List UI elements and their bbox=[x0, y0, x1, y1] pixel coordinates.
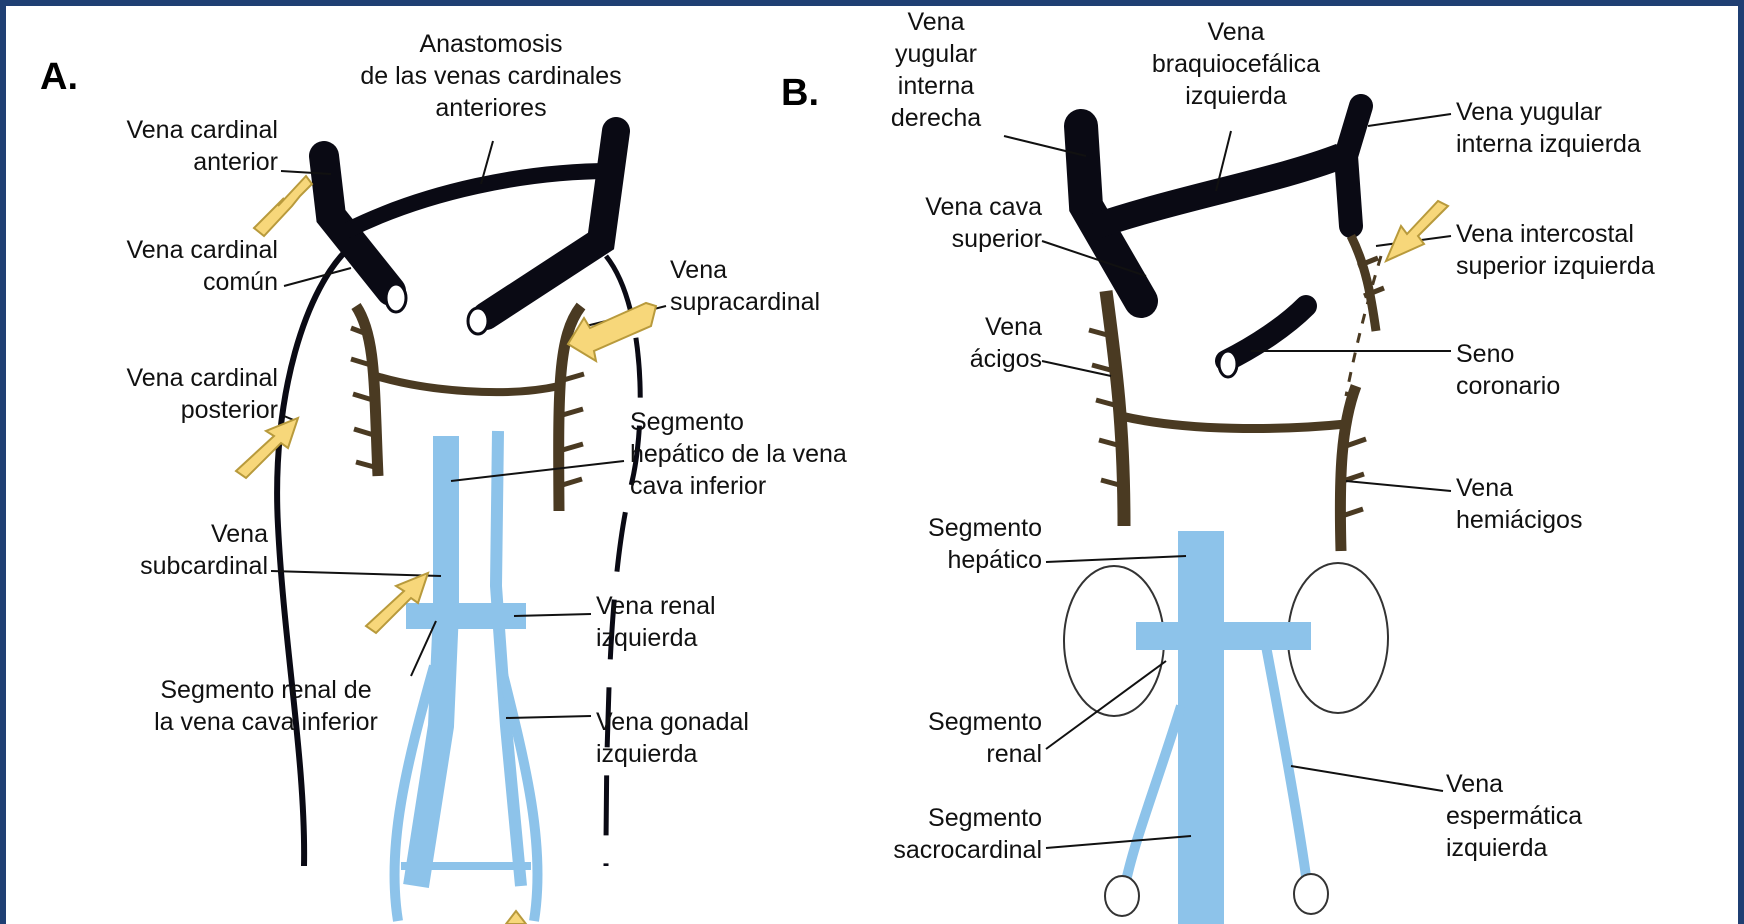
coronary-sinus bbox=[1226, 306, 1306, 361]
label-segmento-renal-a: Segmento renal de la vena cava inferior bbox=[116, 674, 416, 738]
anastomosis-vein bbox=[346, 171, 611, 231]
label-espermatica: Vena espermática izquierda bbox=[1446, 768, 1582, 864]
gonadal-left-blue bbox=[1126, 706, 1181, 881]
label-cardinal-anterior: Vena cardinal anterior bbox=[46, 114, 278, 178]
gonad-left bbox=[1105, 876, 1139, 916]
intercostal-branches-a bbox=[351, 328, 584, 486]
panel-a-letter: A. bbox=[40, 56, 78, 99]
label-yugular-derecha: Vena yugular interna derecha bbox=[866, 6, 1006, 134]
panel-a-drawing bbox=[277, 131, 640, 921]
label-renal-izquierda: Vena renal izquierda bbox=[596, 590, 716, 654]
panel-b-letter: B. bbox=[781, 72, 819, 115]
cut-end-right bbox=[468, 308, 488, 334]
jugular-left bbox=[1346, 106, 1361, 226]
posterior-cardinal-vein-left bbox=[277, 246, 351, 866]
label-anastomosis: Anastomosis de las venas cardinales ante… bbox=[311, 28, 671, 124]
label-segmento-renal-b: Segmento renal bbox=[866, 706, 1042, 770]
arrow-cardinal-anterior bbox=[254, 176, 312, 236]
posterior-cardinal-vein-right bbox=[606, 256, 640, 866]
azygos bbox=[1106, 291, 1124, 526]
label-subcardinal: Vena subcardinal bbox=[46, 518, 268, 582]
label-segmento-hepatico-b: Segmento hepático bbox=[866, 512, 1042, 576]
label-seno-coronario: Seno coronario bbox=[1456, 338, 1560, 402]
diagram-canvas: A. B. Anastomosis de las venas cardinale… bbox=[6, 6, 1738, 924]
coronary-sinus-end bbox=[1219, 351, 1237, 377]
subcardinal-right-blue bbox=[416, 436, 446, 886]
label-yugular-izquierda: Vena yugular interna izquierda bbox=[1456, 96, 1641, 160]
gonad-right bbox=[1294, 874, 1328, 914]
label-cardinal-posterior: Vena cardinal posterior bbox=[46, 362, 278, 426]
arrow-intercostal bbox=[1386, 201, 1448, 261]
hemiazygos bbox=[1340, 386, 1356, 551]
panel-b-drawing bbox=[1064, 106, 1388, 924]
label-hemiacigos: Vena hemiácigos bbox=[1456, 472, 1582, 536]
brachiocephalic-left bbox=[1096, 156, 1341, 226]
label-cardinal-comun: Vena cardinal común bbox=[46, 234, 278, 298]
label-supracardinal: Vena supracardinal bbox=[670, 254, 820, 318]
subcardinal-left-blue bbox=[496, 431, 521, 886]
azygos-hemiazygos-anastomosis bbox=[1121, 416, 1346, 429]
label-cava-superior: Vena cava superior bbox=[846, 191, 1042, 255]
arrow-bottom bbox=[506, 911, 526, 924]
supracardinal-anastomosis bbox=[376, 376, 559, 392]
label-segmento-hepatico-a: Segmento hepático de la vena cava inferi… bbox=[630, 406, 847, 502]
anterior-cardinal-vein-right bbox=[486, 131, 616, 316]
label-braquiocefalica: Vena braquiocefálica izquierda bbox=[1116, 16, 1356, 112]
label-acigos: Vena ácigos bbox=[886, 311, 1042, 375]
arrow-cardinal-posterior bbox=[236, 418, 298, 478]
label-sacrocardinal: Segmento sacrocardinal bbox=[836, 802, 1042, 866]
cut-end-left bbox=[386, 284, 406, 312]
label-gonadal-izquierda: Vena gonadal izquierda bbox=[596, 706, 749, 770]
label-intercostal: Vena intercostal superior izquierda bbox=[1456, 218, 1655, 282]
